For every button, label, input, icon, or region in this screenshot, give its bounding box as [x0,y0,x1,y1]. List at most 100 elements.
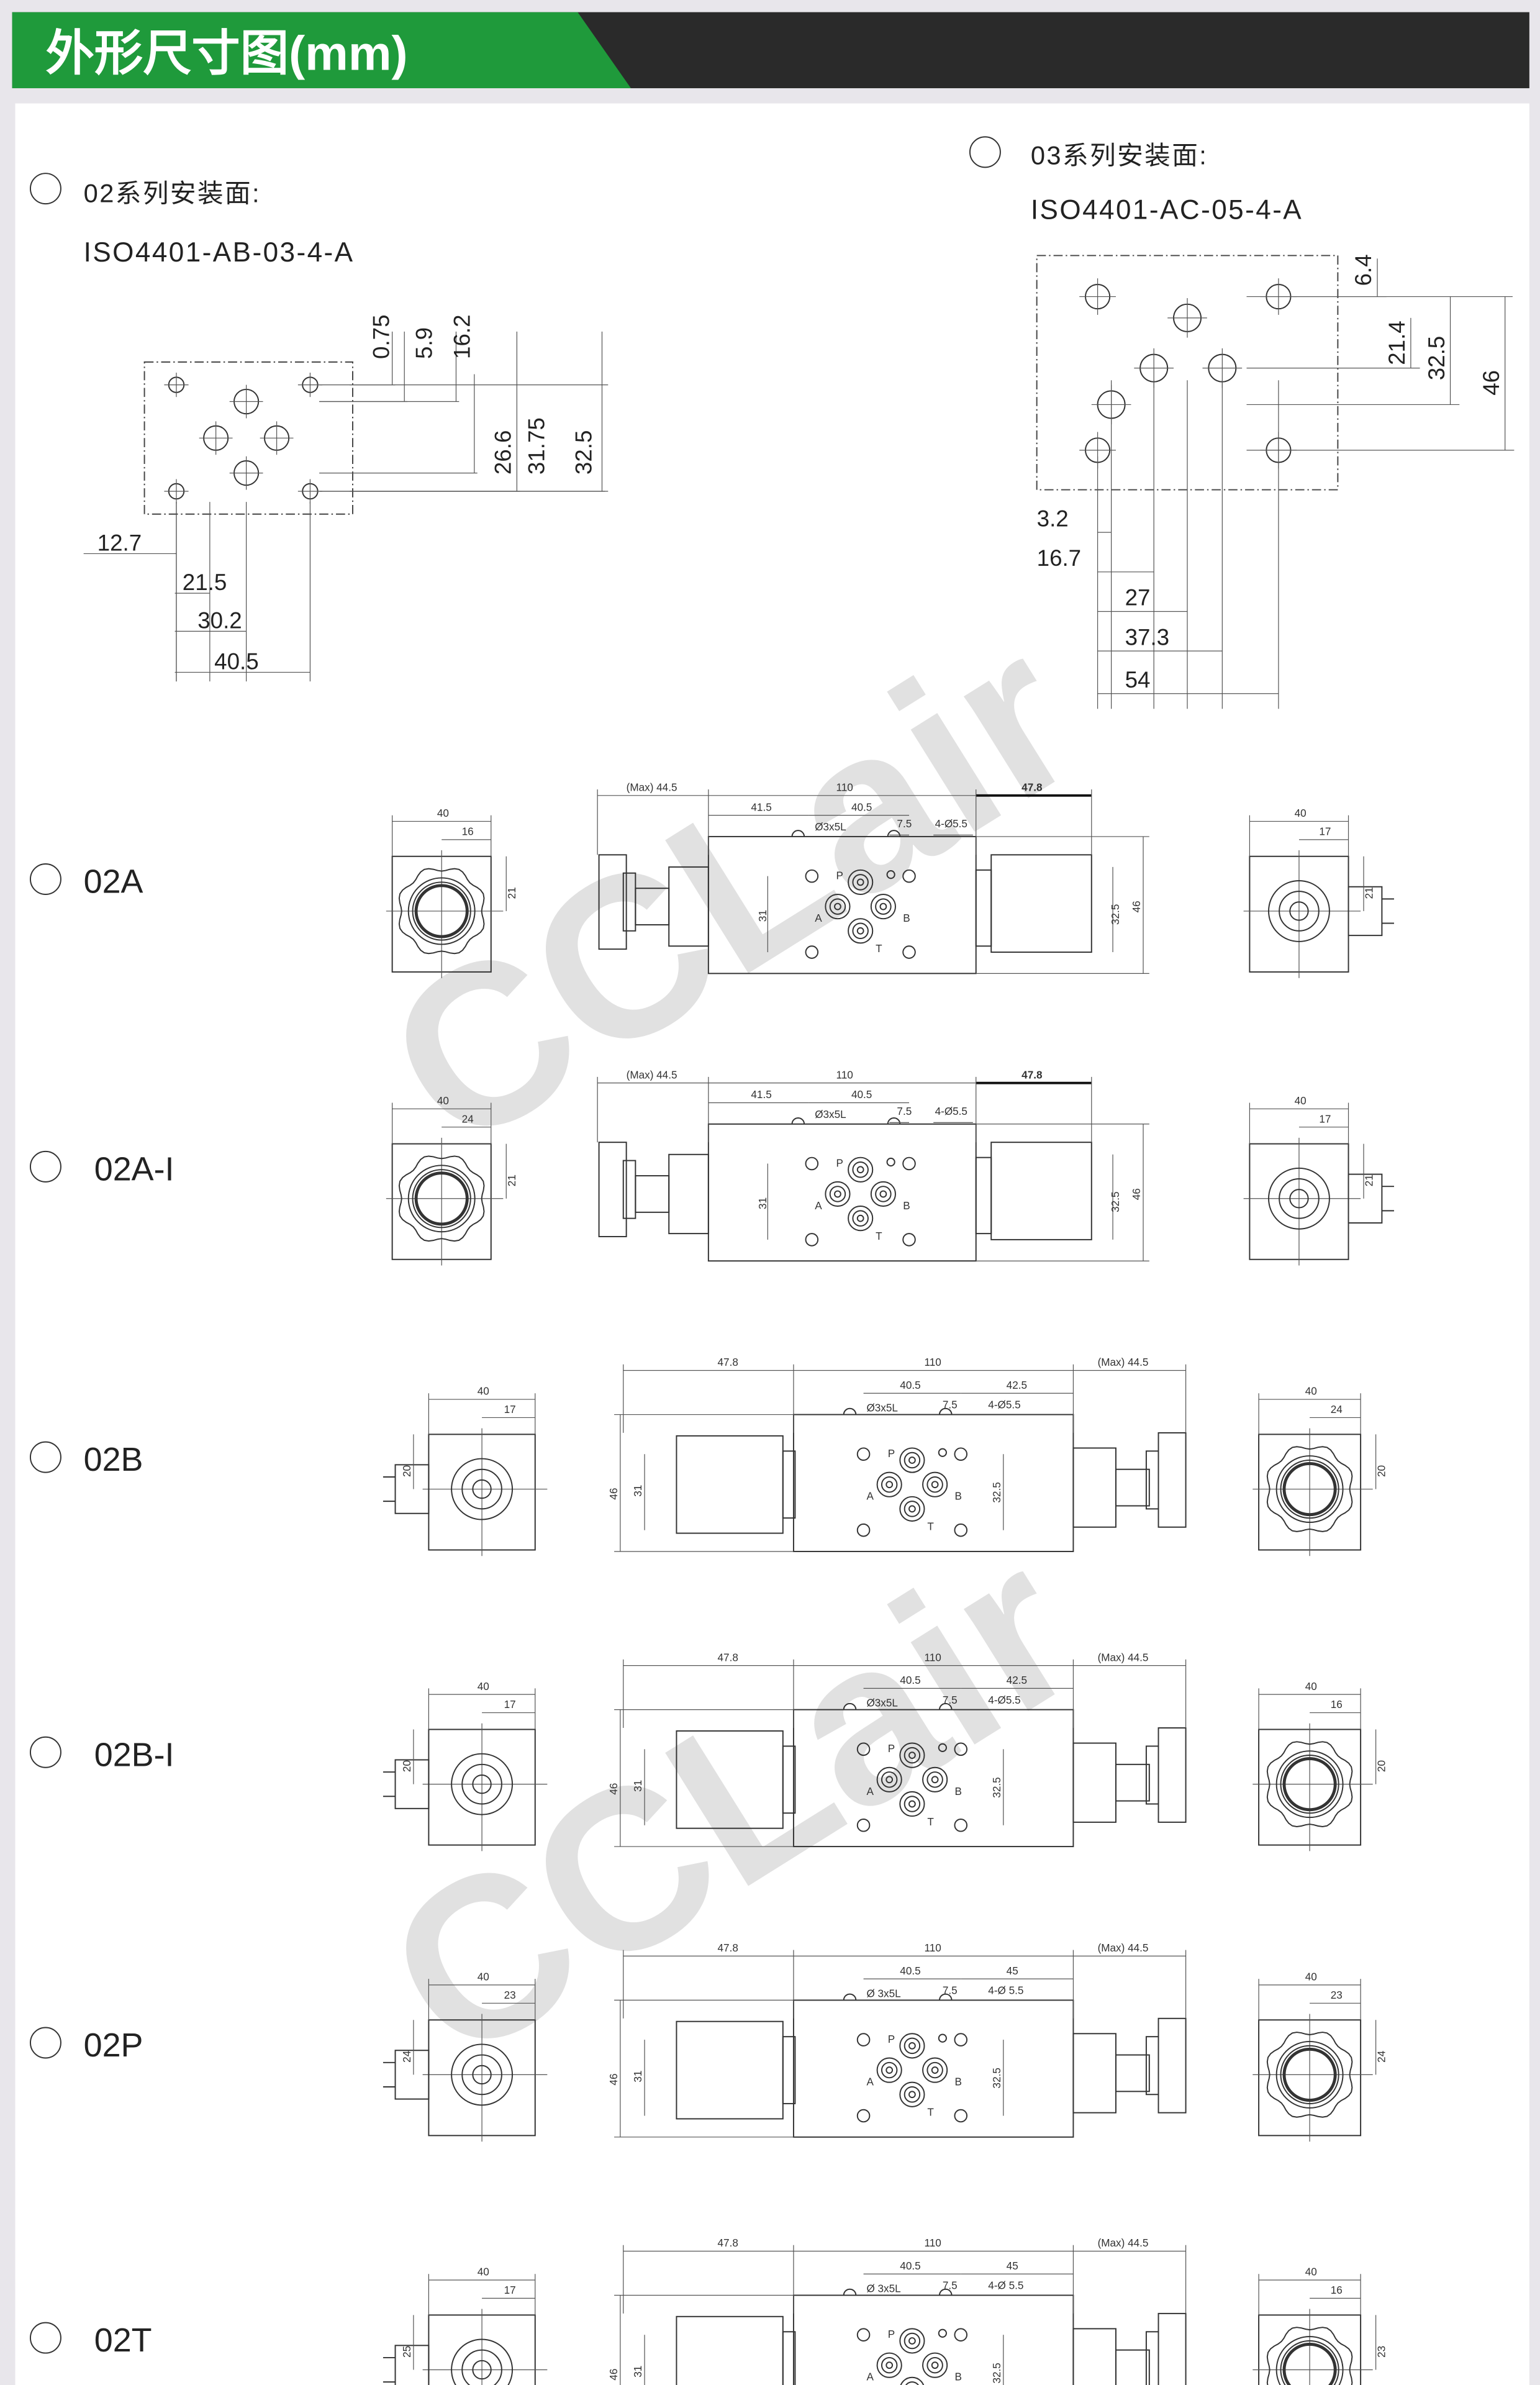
port-label-p: P [888,1742,895,1755]
pin-hole [886,1157,895,1167]
mounting-hole [902,1156,916,1171]
content-panel [15,103,1529,2385]
mounting-hole [805,945,819,959]
sub-dim-label: 40.5 [851,1088,872,1101]
port-label-b: B [903,912,910,924]
solenoid-collar [782,1450,796,1519]
port [899,2328,925,2354]
mounting-hole [954,1742,968,1756]
knob-outline [1266,1446,1353,1532]
end-view-width-label: 40 [437,1094,449,1107]
end-view-offset-label: 17 [504,1698,516,1710]
vertical-dim-label: 32.5 [990,1777,1003,1797]
mounting-02-vertical-dim: 32.5 [571,430,596,475]
hand-knob-hub [1145,2331,1159,2385]
connector-plug [394,1464,430,1514]
mounting-03-horizontal-dim: 54 [1125,667,1151,693]
pitch-note: 7.5 [897,817,912,830]
port [879,1190,887,1198]
pin-hole [938,2328,947,2338]
end-view-height-label: 20 [1375,1465,1387,1477]
overall-dim-label: 110 [836,781,853,793]
vertical-dim-label: 46 [607,2073,620,2085]
end-view-offset-label: 17 [1319,825,1331,837]
pin-hole [938,1448,947,1457]
overall-dim-label: (Max) 44.5 [627,1068,677,1081]
coil-ring [1268,879,1330,942]
knob-bore [1282,2342,1337,2385]
end-view-offset-label: 17 [1319,1112,1331,1125]
port [834,1190,841,1198]
port [931,1776,939,1784]
port [834,902,841,911]
mounting-hole-note: 4-Ø5.5 [988,1694,1020,1706]
pitch-note: 7.5 [943,1399,958,1411]
port [856,927,864,935]
mounting-02-horizontal-dim: 12.7 [97,530,142,556]
overall-dim-label: (Max) 44.5 [1098,1942,1149,1954]
port [886,2066,894,2074]
mounting-hole-note: 4-Ø 5.5 [988,2279,1023,2292]
coil-core [1289,1189,1309,1209]
mounting-hole [954,1819,968,1832]
solenoid-coil [990,1142,1092,1240]
mounting-03-vertical-dim: 21.4 [1384,320,1410,365]
pin-hole-note: Ø 3x5L [866,2283,900,2295]
mounting-hole [856,2033,871,2047]
mounting-03-vertical-dim: 32.5 [1424,336,1449,380]
solenoid-length-label: 47.8 [718,2237,738,2249]
port [926,2356,943,2374]
connector-plug [1348,1173,1383,1224]
model-label: 02B-I [94,1736,174,1773]
port [881,2356,898,2374]
hand-knob-hub [622,1160,636,1219]
port-label-t: T [927,1815,934,1828]
port-label-a: A [866,2076,874,2088]
locating-pin [791,830,901,837]
end-view-height-label: 21 [1363,1174,1375,1186]
port [848,1156,874,1183]
mounting-hole [954,2033,968,2047]
port [886,1481,894,1489]
end-view-width-label: 40 [1305,1971,1317,1983]
pin-hole-note: Ø3x5L [815,820,846,833]
knob-ring [1280,1755,1339,1814]
end-view-width-label: 40 [1305,1385,1317,1397]
knob-outline [398,1155,485,1242]
overall-dim-label: (Max) 44.5 [627,781,677,793]
mounting-02-vertical-dim: 31.75 [523,417,549,475]
port [852,1210,869,1227]
port-label-p: P [888,1447,895,1460]
end-view-offset-label: 16 [1331,1698,1343,1710]
knob-ring [407,877,476,945]
coil-ring [461,2349,502,2385]
solenoid-collar [782,2036,796,2104]
port [876,1471,902,1497]
port [870,1181,896,1207]
vertical-dim-label: 31 [632,2366,644,2378]
port [876,2352,902,2378]
adjust-stem [1115,1763,1150,1802]
end-view-width-label: 40 [1295,807,1307,819]
mounting-hole [856,2328,871,2342]
vertical-dim-label: 32.5 [990,2068,1003,2088]
end-view-width-label: 40 [1305,2266,1317,2278]
mounting-hole [856,1523,871,1537]
knob-bore [1282,2047,1337,2102]
port [904,1451,921,1469]
end-view-offset-label: 23 [1331,1989,1343,2001]
port [852,1161,869,1178]
mounting-03-vertical-dim: 46 [1479,370,1504,396]
port [900,2376,925,2385]
port [908,1456,916,1464]
vertical-dim-label: 46 [1130,901,1143,912]
port [931,2361,939,2369]
knob-ring [412,1169,471,1229]
connector-plug [394,2050,430,2100]
header-green-band [12,12,631,89]
port-label-p: P [836,870,843,882]
port [848,869,874,895]
port [904,2332,921,2350]
